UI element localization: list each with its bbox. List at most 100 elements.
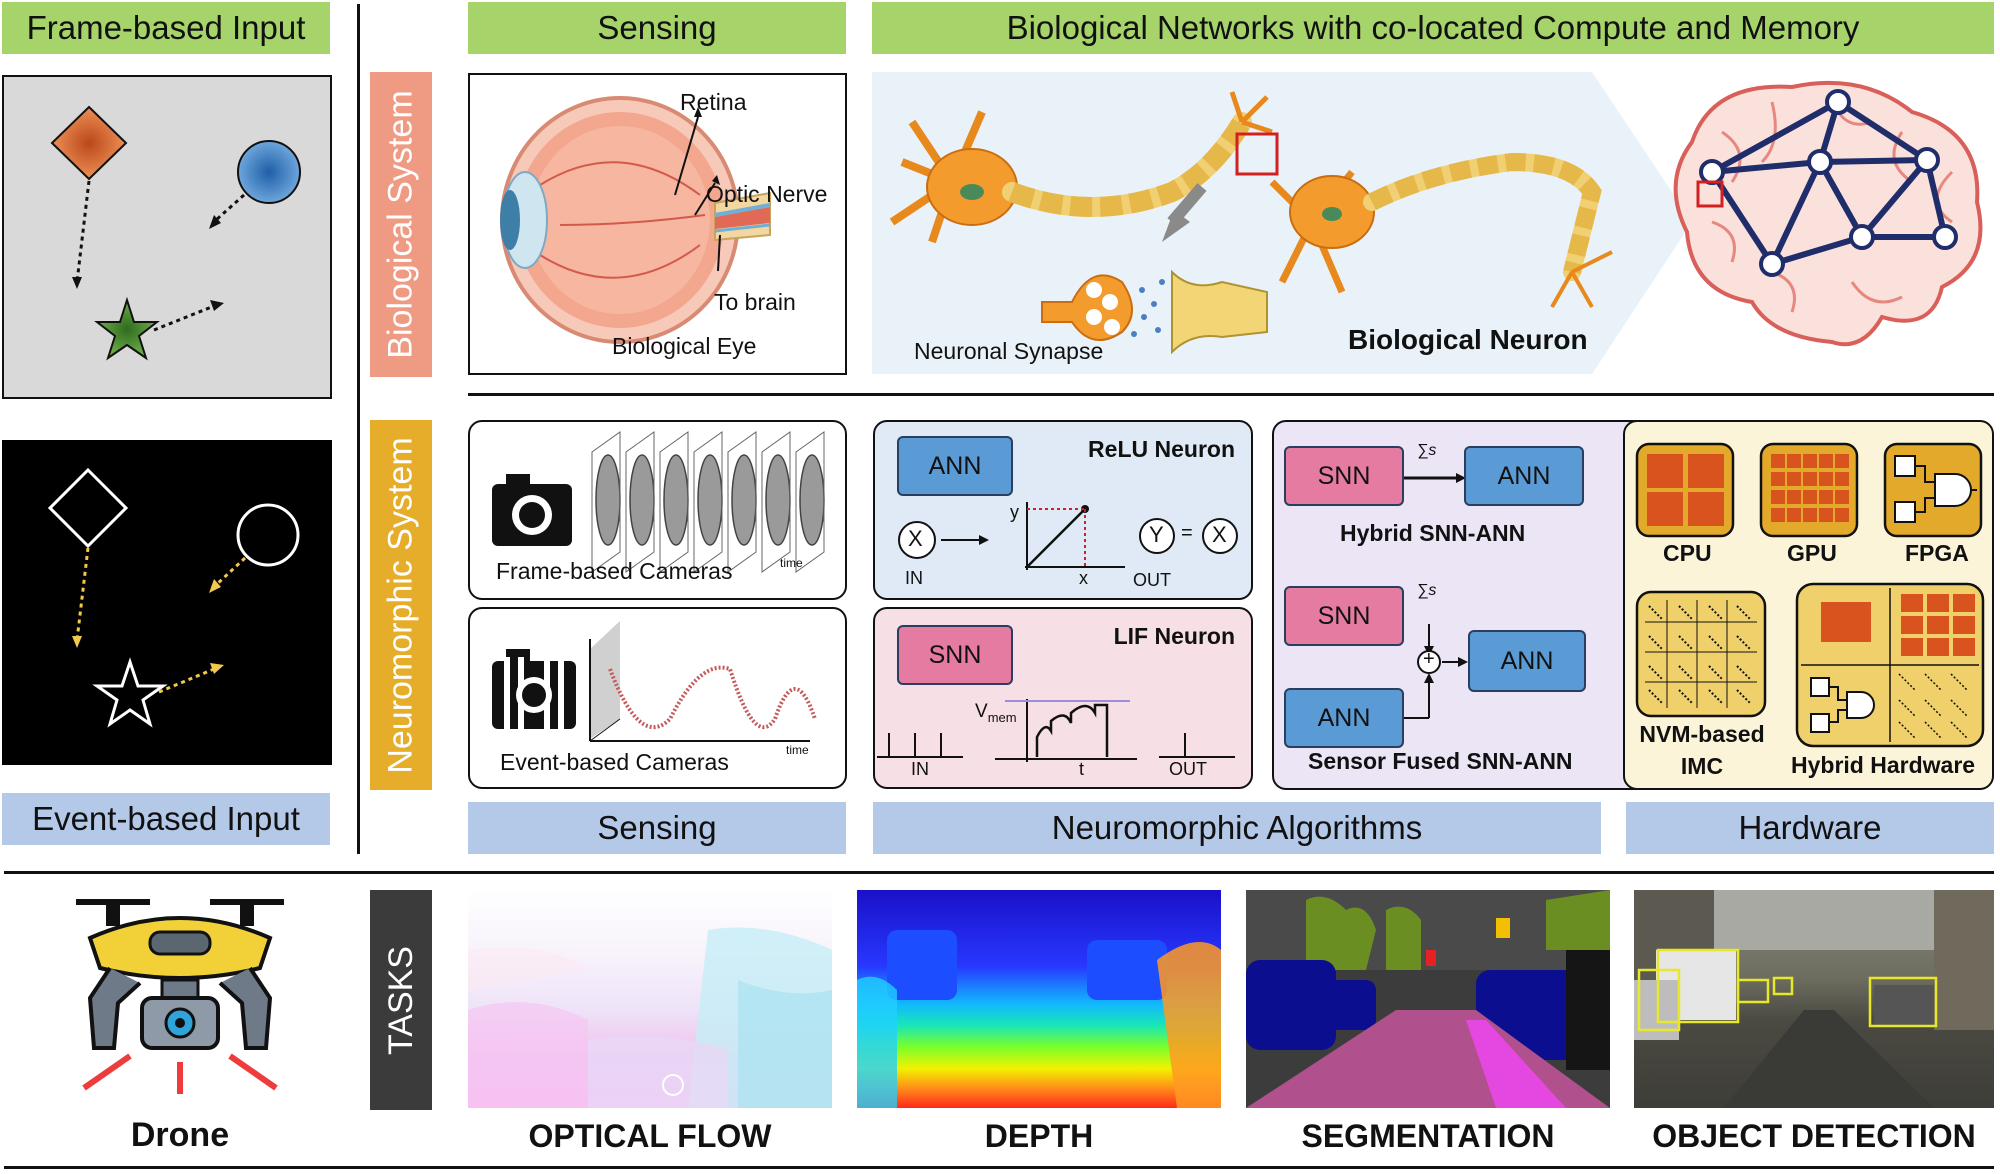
fused-ann-in-box: ANN <box>1284 688 1404 748</box>
lif-snn-box: SNN <box>897 625 1013 685</box>
frame-time-label: time <box>780 556 803 570</box>
vertical-divider <box>357 4 360 854</box>
relu-ann-box: ANN <box>897 436 1013 496</box>
nvm-imc-icon <box>1635 590 1767 718</box>
hybrid-title: Hybrid SNN-ANN <box>1340 520 1526 546</box>
fused-ann-out-box: ANN <box>1468 630 1586 692</box>
frame-camera-illustration <box>492 431 825 573</box>
relu-x-output: X <box>1212 522 1227 547</box>
relu-x-axis-label: x <box>1079 568 1088 588</box>
to-brain-label: To brain <box>714 289 796 315</box>
relu-panel: ReLU Neuron ANN X IN y x Y = X OUT <box>873 420 1253 600</box>
frame-input-header: Frame-based Input <box>2 2 330 54</box>
hardware-panel: CPU GPU FPGA NVM-based IMC Hybrid Hardwa… <box>1623 420 1994 790</box>
hybrid-arrows <box>1404 473 1468 719</box>
fused-title: Sensor Fused SNN-ANN <box>1308 748 1573 774</box>
event-input-header: Event-based Input <box>2 793 330 845</box>
lif-in-label: IN <box>911 759 929 779</box>
frame-cameras-label: Frame-based Cameras <box>496 558 733 584</box>
tasks-label: TASKS <box>370 890 432 1110</box>
event-camera-icon <box>492 649 576 735</box>
depth-label: DEPTH <box>984 1118 1094 1154</box>
frame-camera-panel: Frame-based Cameras time <box>468 420 847 600</box>
biological-neuron-title: Biological Neuron <box>1348 324 1588 355</box>
drone-icon <box>76 899 284 1094</box>
event-input-panel <box>2 440 332 765</box>
frame-input-panel <box>2 75 332 399</box>
hybrid-hardware-label: Hybrid Hardware <box>1791 752 1976 778</box>
camera-icon <box>492 474 572 546</box>
lif-t-label: t <box>1079 759 1085 779</box>
relu-in-label: IN <box>905 568 923 588</box>
hybrid-snn-box: SNN <box>1284 446 1404 506</box>
relu-x-input: X <box>908 526 923 551</box>
fpga-icon <box>1883 442 1983 538</box>
eye-illustration <box>500 96 771 344</box>
event-time-label: time <box>786 743 809 757</box>
diamond-shape <box>50 105 128 181</box>
hybrid-sum-label: ∑s <box>1417 442 1437 459</box>
relu-y-axis-label: y <box>1010 502 1019 522</box>
frame-input-label: Frame-based Input <box>26 9 306 46</box>
hardware-illustration <box>1635 442 1985 748</box>
hardware-header: Hardware <box>1626 802 1994 854</box>
eye-panel: Retina Optic Nerve To brain Biological E… <box>468 73 847 375</box>
neuromorphic-system-label: Neuromorphic System <box>370 420 432 790</box>
event-camera-illustration <box>492 621 817 742</box>
drone-illustration <box>70 888 290 1128</box>
tasks-top-divider <box>4 871 1994 874</box>
segmentation-image <box>1246 890 1610 1108</box>
object-detection-image <box>1634 890 1994 1108</box>
fpga-label: FPGA <box>1905 540 1969 566</box>
neuronal-synapse-label: Neuronal Synapse <box>914 338 1104 364</box>
cpu-icon <box>1635 442 1735 538</box>
event-cameras-label: Event-based Cameras <box>500 749 729 775</box>
object-detection-label: OBJECT DETECTION <box>1652 1118 1976 1154</box>
event-input-diagram <box>47 467 300 728</box>
biological-system-label: Biological System <box>370 72 432 377</box>
bio-networks-header: Biological Networks with co-located Comp… <box>872 2 1994 54</box>
gpu-label: GPU <box>1787 540 1837 566</box>
hybrid-ann-box: ANN <box>1464 446 1584 506</box>
hybrid-panel: SNN ∑s ANN Hybrid SNN-ANN SNN ∑s + ANN A… <box>1272 420 1652 790</box>
biological-eye-label: Biological Eye <box>612 333 757 359</box>
event-camera-panel: Event-based Cameras time <box>468 607 847 789</box>
diamond-outline-shape <box>47 467 129 549</box>
circle-outline-shape <box>236 503 300 567</box>
optic-nerve-label: Optic Nerve <box>706 181 828 207</box>
relu-out-label: OUT <box>1133 570 1171 590</box>
tasks-bottom-divider <box>4 1166 1994 1169</box>
star-outline-shape <box>92 657 168 728</box>
circle-shape <box>237 140 301 204</box>
drone-label: Drone <box>130 1116 230 1154</box>
neuron-illustration <box>872 72 1983 374</box>
relu-y-output: Y <box>1149 522 1164 547</box>
neuron-panel: Neuronal Synapse Biological Neuron <box>872 72 1994 374</box>
cpu-label: CPU <box>1663 540 1712 566</box>
sensing-bottom-header: Sensing <box>468 802 846 854</box>
event-input-label: Event-based Input <box>32 800 300 837</box>
relu-graph <box>898 502 1238 570</box>
relu-equals: = <box>1181 522 1193 544</box>
fused-snn-box: SNN <box>1284 586 1404 646</box>
retina-label: Retina <box>680 89 747 115</box>
sensing-top-header: Sensing <box>468 2 846 54</box>
lif-graph <box>877 699 1235 762</box>
gpu-icon <box>1759 442 1859 538</box>
mid-divider <box>468 393 1994 396</box>
lif-out-label: OUT <box>1169 759 1207 779</box>
algorithms-header: Neuromorphic Algorithms <box>873 802 1601 854</box>
depth-image <box>857 890 1221 1108</box>
relu-title: ReLU Neuron <box>1088 436 1235 462</box>
lif-title: LIF Neuron <box>1113 623 1235 649</box>
nvm-imc-label: NVM-based IMC <box>1639 721 1765 779</box>
fused-sum-label: ∑s <box>1417 582 1437 599</box>
star-shape <box>94 296 160 361</box>
hybrid-hardware-icon <box>1795 582 1985 748</box>
fused-plus-label: + <box>1423 648 1435 670</box>
lif-panel: LIF Neuron SNN Vmem IN t OUT <box>873 607 1253 789</box>
optical-flow-image <box>468 890 832 1108</box>
optical-flow-label: OPTICAL FLOW <box>528 1118 772 1154</box>
frame-input-diagram <box>50 105 301 361</box>
lif-vmem-label: Vmem <box>975 701 1017 725</box>
